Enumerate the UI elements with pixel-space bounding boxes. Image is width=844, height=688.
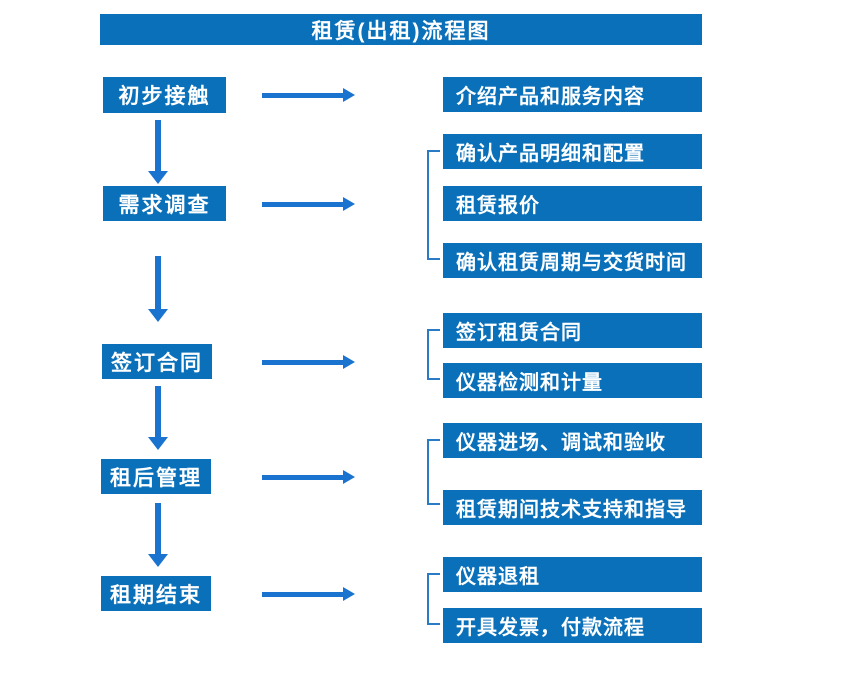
step-box-demand-survey: 需求调查 <box>103 186 226 221</box>
step-box-sign-contract: 签订合同 <box>102 344 212 379</box>
output-box-rental-quote: 租赁报价 <box>443 186 702 221</box>
arrow-down-icon <box>148 120 168 184</box>
arrow-right-icon <box>262 470 355 484</box>
output-box-invoice-payment: 开具发票，付款流程 <box>443 608 702 643</box>
arrow-head <box>148 171 168 184</box>
arrow-shaft <box>155 503 161 555</box>
arrow-shaft <box>155 386 161 438</box>
bracket-connector <box>427 329 440 380</box>
arrow-right-icon <box>262 355 355 369</box>
output-box-sign-rental-contract: 签订租赁合同 <box>443 313 702 348</box>
arrow-shaft <box>262 93 344 98</box>
arrow-down-icon <box>148 256 168 322</box>
output-box-confirm-rental-period: 确认租赁周期与交货时间 <box>443 243 702 278</box>
flowchart-title: 租赁(出租)流程图 <box>100 14 702 45</box>
arrow-shaft <box>155 120 161 172</box>
output-box-instrument-testing: 仪器检测和计量 <box>443 363 702 398</box>
output-box-instrument-return: 仪器退租 <box>443 557 702 592</box>
arrow-head <box>343 355 355 369</box>
output-box-rental-support: 租赁期间技术支持和指导 <box>443 490 702 525</box>
arrow-head <box>343 470 355 484</box>
arrow-head <box>148 309 168 322</box>
output-box-instrument-installation: 仪器进场、调试和验收 <box>443 423 702 458</box>
bracket-connector <box>427 439 440 505</box>
output-box-confirm-product-details: 确认产品明细和配置 <box>443 134 702 169</box>
arrow-shaft <box>262 360 344 365</box>
arrow-down-icon <box>148 503 168 567</box>
step-box-post-rental-management: 租后管理 <box>101 459 211 494</box>
arrow-right-icon <box>262 88 355 102</box>
arrow-shaft <box>155 256 161 310</box>
arrow-head <box>148 554 168 567</box>
arrow-shaft <box>262 475 344 480</box>
arrow-right-icon <box>262 197 355 211</box>
arrow-head <box>343 197 355 211</box>
arrow-shaft <box>262 592 344 597</box>
arrow-down-icon <box>148 386 168 450</box>
bracket-connector <box>427 150 440 260</box>
output-box-introduce-products: 介绍产品和服务内容 <box>443 77 702 112</box>
bracket-connector <box>427 573 440 625</box>
arrow-right-icon <box>262 587 355 601</box>
arrow-shaft <box>262 202 344 207</box>
arrow-head <box>148 437 168 450</box>
step-box-lease-end: 租期结束 <box>101 576 211 611</box>
arrow-head <box>343 587 355 601</box>
step-box-initial-contact: 初步接触 <box>103 77 226 113</box>
arrow-head <box>343 88 355 102</box>
